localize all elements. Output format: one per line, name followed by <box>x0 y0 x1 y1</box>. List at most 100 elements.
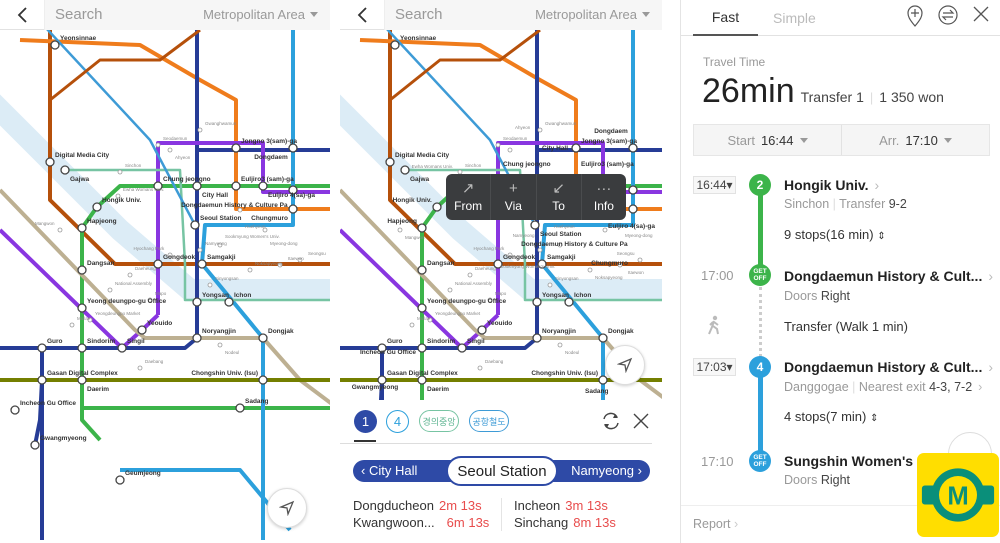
search-input[interactable]: Search <box>384 0 524 30</box>
stops-toggle[interactable]: 9 stops(16 min) ⇕ <box>784 227 886 242</box>
station-label[interactable]: Gwangmyeong <box>40 435 87 442</box>
station-label[interactable]: Yeonsinnae <box>60 35 97 42</box>
station-marker[interactable] <box>427 317 433 323</box>
station-marker[interactable] <box>447 287 453 293</box>
station-marker[interactable] <box>69 322 75 328</box>
station-label[interactable]: Sinyongsan <box>555 276 579 281</box>
stops-toggle[interactable]: 4 stops(7 min) ⇕ <box>784 409 879 424</box>
station-label[interactable]: Seoul Station <box>540 231 582 238</box>
station-label[interactable]: Sindorim <box>427 338 455 345</box>
station-marker[interactable] <box>507 252 513 258</box>
station-label[interactable]: Ichon <box>234 292 251 299</box>
station-marker[interactable] <box>207 282 213 288</box>
station-label[interactable]: Seodaemun <box>503 136 528 141</box>
station-hongik[interactable]: Hongik Univ.› <box>784 177 880 193</box>
station-marker[interactable] <box>37 375 47 385</box>
station-marker[interactable] <box>530 220 540 230</box>
station-label[interactable]: Ewha Womans Univ. <box>412 164 453 169</box>
station-label[interactable]: Namyeong <box>205 241 227 246</box>
station-label[interactable]: Seongsu <box>617 251 635 256</box>
station-label[interactable]: Noksapyeong <box>595 275 623 280</box>
station-label[interactable]: Mangwon <box>35 221 55 226</box>
station-marker[interactable] <box>628 143 638 153</box>
station-marker[interactable] <box>45 157 55 167</box>
station-marker[interactable] <box>77 265 87 275</box>
station-label[interactable]: Dangsan <box>427 260 454 267</box>
station-label[interactable]: Chongshin Univ. (Isu) <box>191 370 258 377</box>
station-marker[interactable] <box>217 342 223 348</box>
station-marker[interactable] <box>87 317 93 323</box>
station-label[interactable]: Daeheung <box>135 266 156 271</box>
station-label[interactable]: Chung jeongno <box>503 161 551 168</box>
line-tab-gyeongui[interactable]: 경의중앙 <box>419 410 459 432</box>
region-dropdown[interactable]: Metropolitan Area <box>191 0 330 30</box>
station-label[interactable]: Dangsan <box>87 260 114 267</box>
line-tab-airport[interactable]: 공항철도 <box>469 410 509 432</box>
station-marker[interactable] <box>557 242 563 248</box>
departure-time-dropdown[interactable]: 16:44 ▾ <box>693 176 736 194</box>
station-label[interactable]: Sadang <box>585 388 609 395</box>
station-label[interactable]: Sinyongsan <box>215 276 239 281</box>
station-label[interactable]: Sinchon <box>465 163 482 168</box>
station-label[interactable]: Digital Media City <box>395 152 450 159</box>
station-marker[interactable] <box>557 342 563 348</box>
station-label[interactable]: National Assembly <box>455 281 493 286</box>
station-label[interactable]: Nodeul <box>565 350 579 355</box>
station-label[interactable]: Dongjak <box>268 328 294 335</box>
station-marker[interactable] <box>77 343 87 353</box>
station-label[interactable]: Mullae <box>417 316 431 321</box>
close-icon[interactable] <box>972 5 990 23</box>
station-marker[interactable] <box>231 143 241 153</box>
station-marker[interactable] <box>197 127 203 133</box>
station-marker[interactable] <box>197 247 203 253</box>
station-label[interactable]: Hapjeong <box>387 218 417 225</box>
station-marker[interactable] <box>153 181 163 191</box>
station-label[interactable]: Seoul Station <box>200 215 242 222</box>
station-marker[interactable] <box>409 322 415 328</box>
station-marker[interactable] <box>532 297 542 307</box>
station-marker[interactable] <box>432 202 442 212</box>
station-marker[interactable] <box>288 185 298 195</box>
station-label[interactable]: Guro <box>47 338 63 345</box>
station-marker[interactable] <box>417 223 427 233</box>
station-marker[interactable] <box>115 193 121 199</box>
station-label[interactable]: Hoehyeon <box>245 224 266 229</box>
station-label[interactable]: Jongno 3(sam)-ga <box>241 138 297 145</box>
station-label[interactable]: Singil <box>127 338 145 345</box>
station-label[interactable]: Mapo <box>155 291 167 296</box>
station-marker[interactable] <box>288 143 298 153</box>
station-label[interactable]: Hongik Univ. <box>102 197 141 204</box>
station-label[interactable]: Sindorim <box>87 338 115 345</box>
station-marker[interactable] <box>231 181 241 191</box>
station-marker[interactable] <box>117 169 123 175</box>
station-label[interactable]: Hoehyeon <box>554 224 575 229</box>
station-marker[interactable] <box>587 267 593 273</box>
station-marker[interactable] <box>190 220 200 230</box>
station-marker[interactable] <box>564 297 574 307</box>
station-label[interactable]: Yeong deungpo-gu Office <box>427 298 506 305</box>
station-label[interactable]: Daebang <box>145 359 164 364</box>
swap-icon[interactable] <box>937 4 959 26</box>
station-marker[interactable] <box>277 262 283 268</box>
back-button[interactable] <box>340 0 384 30</box>
station-label[interactable]: Itaewon <box>288 256 304 261</box>
station-marker[interactable] <box>197 259 207 269</box>
station-marker[interactable] <box>247 267 253 273</box>
station-label[interactable]: Myeong-dong <box>625 233 653 238</box>
station-label[interactable]: Daerim <box>87 386 109 393</box>
station-label[interactable]: Yongsan <box>202 292 229 299</box>
locate-me-button[interactable] <box>267 488 307 528</box>
station-label[interactable]: Gwangmyeong <box>352 384 399 391</box>
station-label[interactable]: Gwanghwamun <box>545 121 577 126</box>
station-label[interactable]: Incheon Gu Office <box>20 400 76 407</box>
station-label[interactable]: Yeouido <box>147 320 172 327</box>
station-marker[interactable] <box>258 181 268 191</box>
station-marker[interactable] <box>237 207 243 213</box>
station-label[interactable]: Namyeong <box>513 233 535 238</box>
station-marker[interactable] <box>147 297 153 303</box>
line-tab-1[interactable]: 1 <box>354 410 377 433</box>
station-marker[interactable] <box>10 405 20 415</box>
station-marker[interactable] <box>115 475 125 485</box>
